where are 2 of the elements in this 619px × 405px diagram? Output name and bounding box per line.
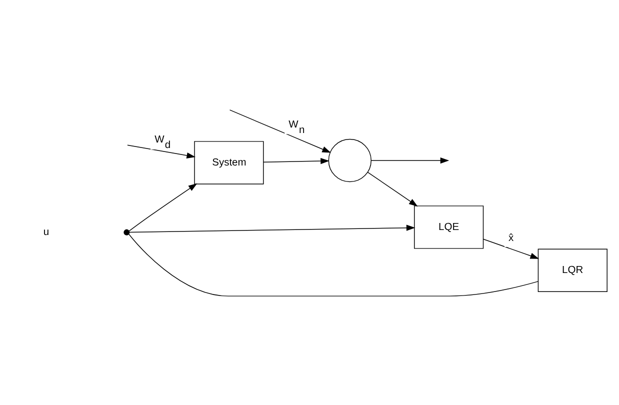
edge-label: x̂ — [508, 232, 514, 244]
label: u — [43, 226, 50, 238]
